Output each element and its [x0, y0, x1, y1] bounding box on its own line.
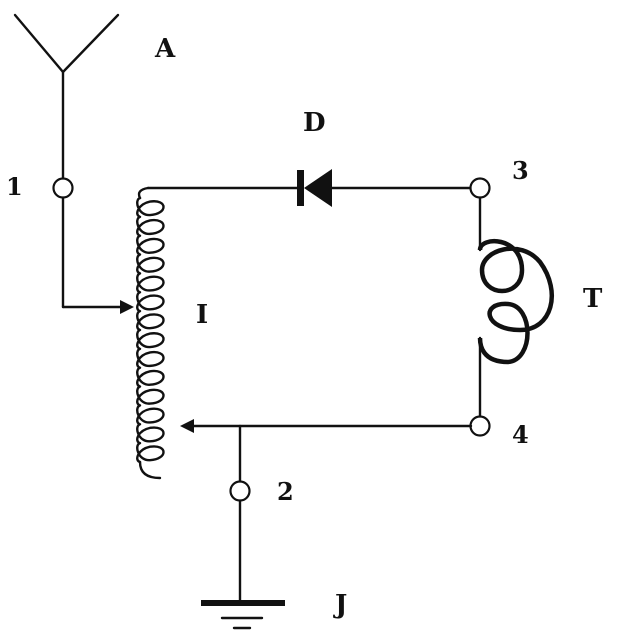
terminal-2: [229, 480, 251, 502]
ground-label: J: [333, 590, 347, 620]
terminal-3-label: 3: [512, 156, 529, 185]
bottom-wire: [180, 419, 473, 433]
antenna-label: A: [154, 34, 176, 64]
terminal-4: [469, 415, 491, 437]
antenna-lead: [61, 196, 134, 314]
diode-symbol: [297, 169, 332, 207]
coil-tap-arrow-bottom: [180, 419, 194, 433]
inductor-coil: [136, 186, 165, 480]
terminal-2-label: 2: [277, 477, 294, 506]
terminal-4-label: 4: [512, 420, 529, 449]
terminal-1-label: 1: [6, 172, 23, 201]
diode-label: D: [303, 108, 326, 138]
terminal-3: [469, 177, 491, 199]
antenna-symbol: [13, 13, 120, 180]
headphones-symbol: [477, 196, 555, 418]
coil-tap-arrow-top: [120, 300, 134, 314]
headphones-label: T: [583, 284, 603, 314]
terminal-1: [52, 177, 74, 199]
ground-symbol: [201, 600, 285, 630]
coil-label: I: [196, 300, 208, 330]
